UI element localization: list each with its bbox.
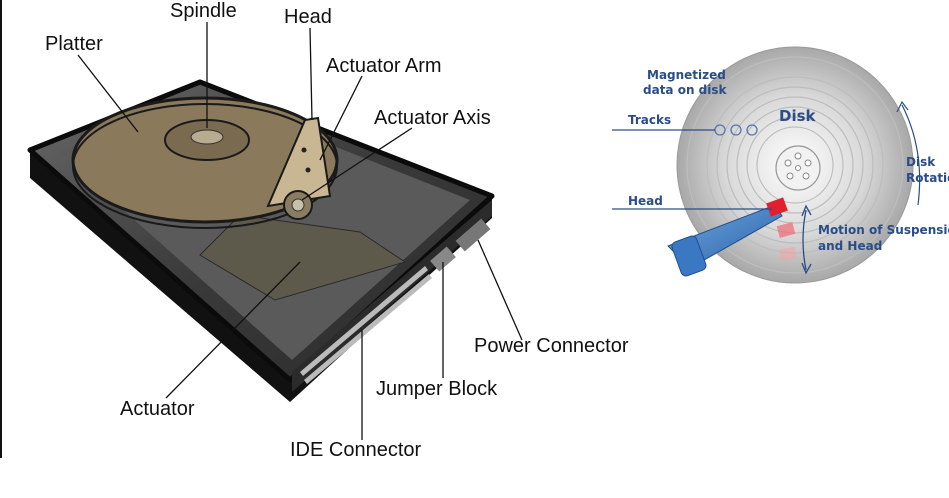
rotation-arrow [901,104,921,206]
motion-arrow [802,209,807,271]
rotation-arrow-head [896,100,909,113]
label-disk-rotation-1: Disk [906,155,936,169]
label-platter: Platter [45,33,103,55]
arm-hole [301,147,307,153]
head-arm-pivot [671,235,707,277]
ide-connector-pins [300,266,432,384]
label-spindle: Spindle [170,0,237,22]
disk-diagram [667,46,921,284]
label-magnetized-1: Magnetized [647,68,726,82]
label-tracks: Tracks [628,113,671,127]
head-marker-ghost [779,246,797,262]
platter-rim [72,103,338,229]
label-disk: Disk [779,107,817,125]
actuator-axis-inner [291,198,305,212]
hard-drive [27,79,495,402]
left-leaders [77,22,523,440]
label-motion-1: Motion of Suspension [818,223,949,237]
power-connector [455,218,491,252]
left-labels: Spindle Head Platter Actuator Arm Actuat… [45,0,629,461]
right-labels: Magnetized data on disk Tracks Disk Head… [628,68,949,253]
label-actuator-arm: Actuator Arm [326,55,442,77]
label-disk-rotation-2: Rotation [906,171,949,185]
label-actuator: Actuator [120,398,195,420]
label-ide-connector: IDE Connector [290,439,422,461]
motion-arrow-head-top [801,204,812,217]
arm-hole [305,167,311,173]
spindle-cap [190,129,224,145]
label-head-right: Head [628,194,663,208]
right-leaders [612,129,772,210]
label-jumper-block: Jumper Block [376,378,498,400]
label-magnetized-2: data on disk [643,83,728,97]
label-head: Head [284,6,332,28]
head-marker-ghost [776,222,796,238]
motion-arrow-head-bottom [801,262,812,275]
label-motion-2: and Head [818,239,882,253]
head-marker [766,197,788,217]
hub-holes [784,152,812,180]
jumper-block [430,246,456,272]
label-power-connector: Power Connector [474,335,629,357]
label-actuator-axis: Actuator Axis [374,107,491,129]
